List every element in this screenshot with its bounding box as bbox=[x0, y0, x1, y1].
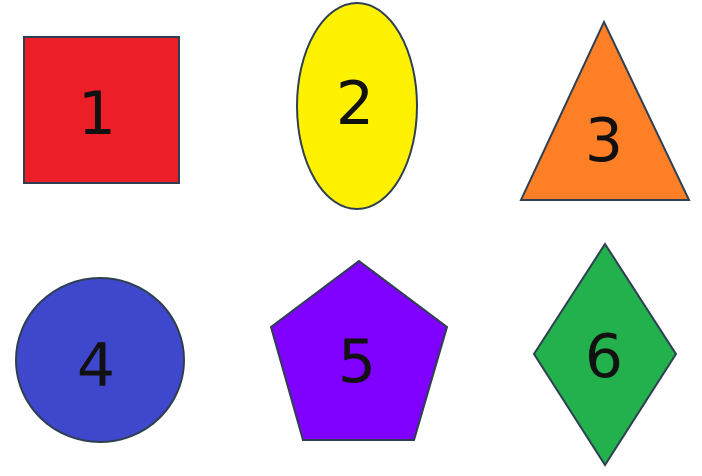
orange-triangle bbox=[519, 19, 691, 201]
green-diamond bbox=[532, 242, 678, 467]
shape-3-triangle: 3 bbox=[519, 19, 691, 201]
shape-number-6: 6 bbox=[585, 322, 623, 392]
shape-2-ellipse: 2 bbox=[296, 2, 418, 210]
shape-4-circle: 4 bbox=[15, 277, 185, 443]
shape-6-diamond: 6 bbox=[532, 242, 678, 467]
violet-pentagon bbox=[269, 259, 449, 441]
shape-number-5: 5 bbox=[338, 327, 376, 397]
shape-1-square: 1 bbox=[23, 36, 180, 184]
red-square bbox=[23, 36, 180, 184]
shape-number-4: 4 bbox=[77, 331, 115, 401]
blue-circle bbox=[15, 277, 185, 443]
shape-number-3: 3 bbox=[585, 106, 623, 176]
shape-5-pentagon: 5 bbox=[269, 259, 449, 441]
shape-number-1: 1 bbox=[78, 79, 116, 149]
yellow-ellipse bbox=[296, 2, 418, 210]
shape-number-2: 2 bbox=[336, 69, 374, 139]
